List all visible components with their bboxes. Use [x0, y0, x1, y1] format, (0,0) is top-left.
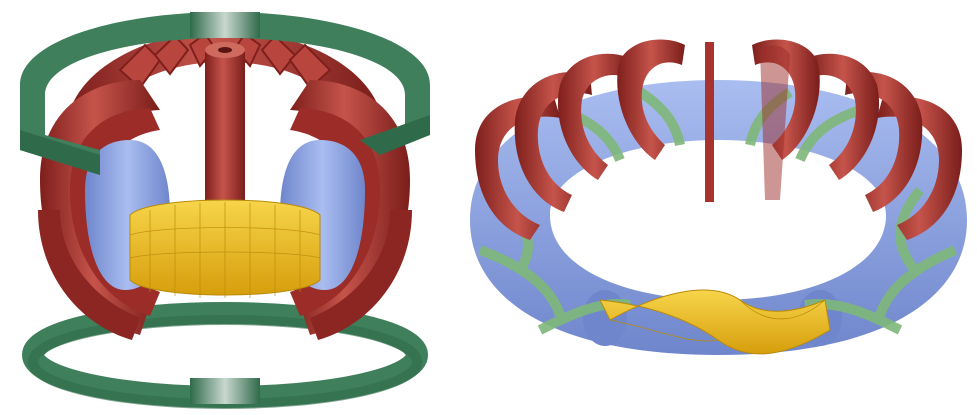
stellarator-svg — [460, 0, 977, 415]
central-solenoid — [205, 42, 245, 220]
tokamak-svg — [0, 0, 450, 415]
lower-pf-coil — [33, 313, 417, 404]
plasma — [130, 200, 320, 298]
tokamak-illustration — [0, 0, 450, 415]
stellarator-illustration — [460, 0, 977, 415]
